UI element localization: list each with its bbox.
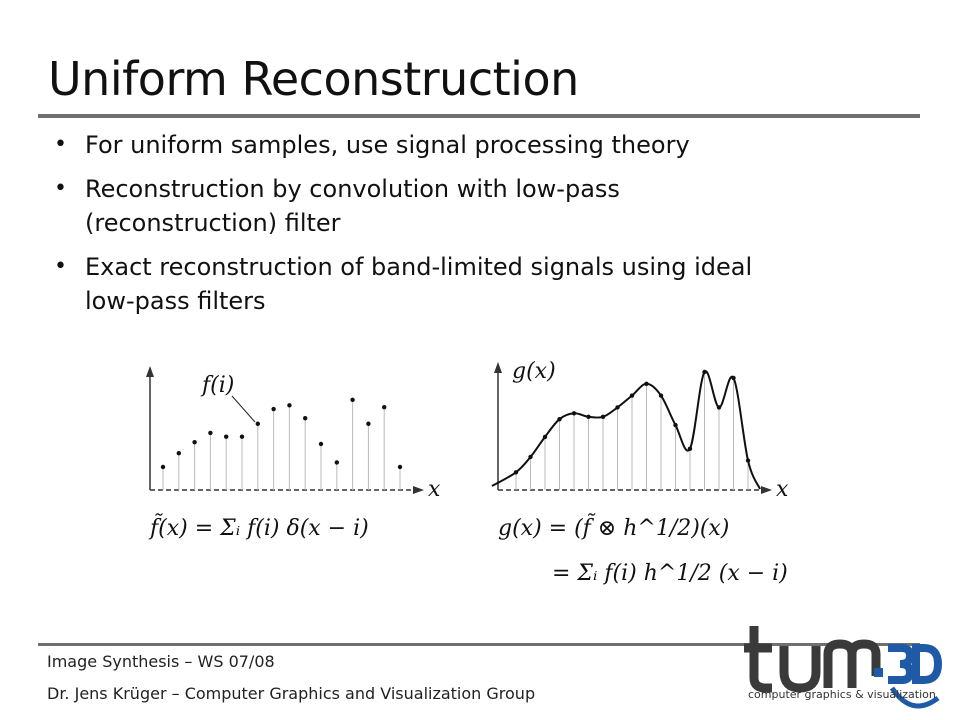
left-sample-dot <box>303 416 308 421</box>
footer-rule <box>38 643 920 646</box>
left-sample-dot <box>208 430 213 436</box>
left-sample-dot <box>239 434 245 439</box>
footer-author: Dr. Jens Krüger – Computer Graphics and … <box>47 684 536 703</box>
reconstructed-curve <box>491 370 761 490</box>
left-plot: f(i) x f̃(x) = Σᵢ f(i) δ(x − i) <box>146 366 441 541</box>
left-y-arrow <box>146 366 154 377</box>
left-sample-dot <box>366 421 371 426</box>
left-sample-dot <box>334 460 339 465</box>
left-formula: f̃(x) = Σᵢ f(i) δ(x − i) <box>148 514 369 541</box>
bullet-item: For uniform samples, use signal processi… <box>48 128 768 162</box>
left-sample-dot <box>318 441 324 447</box>
right-formula-line1: g(x) = (f̃ ⊗ h^1/2)(x) <box>498 514 729 541</box>
footer-course: Image Synthesis – WS 07/08 <box>47 652 275 671</box>
right-x-label: x <box>776 477 789 502</box>
right-plot: g(x) x g(x) = (f̃ ⊗ h^1/2)(x) = Σᵢ f(i) … <box>491 359 789 586</box>
tum3d-logo: computer graphics & visualization <box>744 626 942 709</box>
left-sample-dot <box>192 439 197 445</box>
left-sample-dot <box>397 464 403 470</box>
left-sample-dot <box>176 451 181 456</box>
left-sample-dot <box>224 434 229 439</box>
bullet-item: Exact reconstruction of band-limited sig… <box>48 250 768 318</box>
right-formula-line2: = Σᵢ f(i) h^1/2 (x − i) <box>552 561 788 586</box>
left-sample-label: f(i) <box>200 373 234 398</box>
left-sample-dot <box>382 405 387 410</box>
left-sample-dot <box>271 406 276 412</box>
right-x-arrow <box>761 486 772 494</box>
right-signal-label: g(x) <box>512 359 556 384</box>
left-x-label: x <box>428 477 441 502</box>
title-underline <box>38 114 920 118</box>
left-sample-dot <box>287 403 292 408</box>
bullet-list: For uniform samples, use signal processi… <box>48 128 768 328</box>
left-sample-stems <box>160 397 403 490</box>
right-y-arrow <box>494 362 502 373</box>
left-sample-dot <box>255 421 260 426</box>
right-sample-stems <box>513 369 751 490</box>
slide-title: Uniform Reconstruction <box>48 52 579 106</box>
left-x-arrow <box>413 486 424 494</box>
left-sample-dot <box>160 464 166 470</box>
left-label-pointer <box>231 395 256 423</box>
logo-tagline: computer graphics & visualization <box>748 688 936 701</box>
left-sample-dot <box>350 397 355 403</box>
logo-mark <box>744 626 942 709</box>
bullet-item: Reconstruction by convolution with low-p… <box>48 172 768 240</box>
